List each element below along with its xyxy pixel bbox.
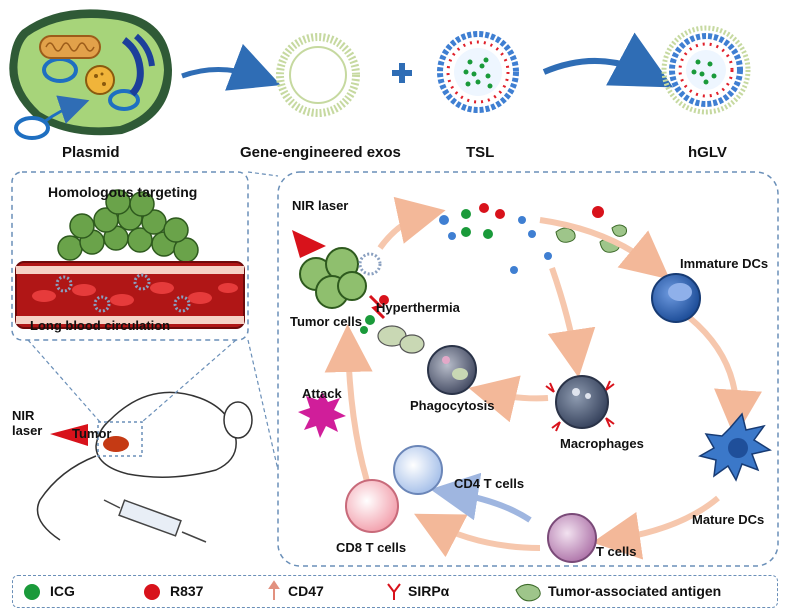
legend-antigen-label: Tumor-associated antigen xyxy=(548,583,722,599)
label-hyperthermia: Hyperthermia xyxy=(376,300,460,315)
tumor-box xyxy=(97,421,143,457)
label-immature-dcs: Immature DCs xyxy=(680,256,769,271)
legend-sirpa-label: SIRPα xyxy=(408,583,450,599)
t-cell-icon xyxy=(547,513,597,563)
label-cd4: CD4 T cells xyxy=(454,476,525,491)
blood-vessel-icon xyxy=(15,261,245,329)
cd47-legend-icon xyxy=(268,580,280,600)
label-attack: Attack xyxy=(302,386,342,401)
mouse-tumor-icon xyxy=(103,436,129,452)
label-nir-laser: NIR laser xyxy=(292,198,349,213)
sirpa-receptors xyxy=(545,380,615,432)
label-exos: Gene-engineered exos xyxy=(240,144,401,161)
label-mature-dcs: Mature DCs xyxy=(692,512,765,527)
label-tumor: Tumor xyxy=(72,426,112,441)
immature-dc-icon xyxy=(651,273,701,323)
mouse-icon xyxy=(36,391,253,541)
macrophage-icon xyxy=(555,375,609,429)
exosome-icon xyxy=(276,33,360,117)
legend-cd47-label: CD47 xyxy=(288,583,324,599)
label-plasmid: Plasmid xyxy=(62,144,120,161)
cd4-t-cell-icon xyxy=(393,445,443,495)
legend-r837-label: R837 xyxy=(170,583,204,599)
dying-cells-icon xyxy=(377,325,425,354)
phagocytosing-cell-icon xyxy=(427,345,477,395)
tumor-cells-icon xyxy=(299,247,367,309)
cd4-arrow xyxy=(430,472,532,523)
label-blood-circulation: Long blood circulation xyxy=(30,318,171,333)
label-laser-left: laser xyxy=(12,423,43,438)
label-phagocytosis: Phagocytosis xyxy=(410,398,495,413)
legend-icg-label: ICG xyxy=(50,583,75,599)
right-panel-frame xyxy=(277,171,779,567)
cd8-t-cell-icon xyxy=(345,479,399,533)
icg-legend-icon xyxy=(24,584,40,600)
released-payload-icon xyxy=(439,203,604,274)
cycle-arrows xyxy=(324,196,762,560)
plasmid-icon xyxy=(14,116,50,140)
attack-burst-icon xyxy=(298,392,346,438)
sirpa-legend-icon xyxy=(387,583,401,600)
antigen-legend-icon xyxy=(515,584,541,602)
label-hglv: hGLV xyxy=(688,144,727,161)
nir-laser-beam-left xyxy=(50,424,88,446)
nir-laser-beam-right xyxy=(292,230,326,258)
plus-icon xyxy=(392,63,412,83)
label-homologous: Homologous targeting xyxy=(48,184,198,200)
mature-dc-icon xyxy=(698,412,772,482)
label-tumor-cells: Tumor cells xyxy=(290,314,363,329)
label-nir-left: NIR xyxy=(12,408,35,423)
r837-legend-icon xyxy=(144,584,160,600)
label-macrophages: Macrophages xyxy=(560,436,644,451)
left-panel-frame xyxy=(11,171,249,341)
arrow-to-hglv xyxy=(542,32,674,88)
tumor-cluster-icon xyxy=(57,189,199,263)
producer-cell-icon xyxy=(9,9,173,136)
label-t-cells: T cells xyxy=(596,544,637,559)
hyperthermia-bolt-icon xyxy=(368,294,386,320)
legend xyxy=(12,575,778,608)
syringe-icon xyxy=(103,499,207,543)
arrow-to-exos xyxy=(181,43,281,91)
label-cd8: CD8 T cells xyxy=(336,540,407,555)
hglv-icon xyxy=(661,25,751,115)
label-tsl: TSL xyxy=(466,144,495,161)
tsl-liposome-icon xyxy=(437,31,519,113)
